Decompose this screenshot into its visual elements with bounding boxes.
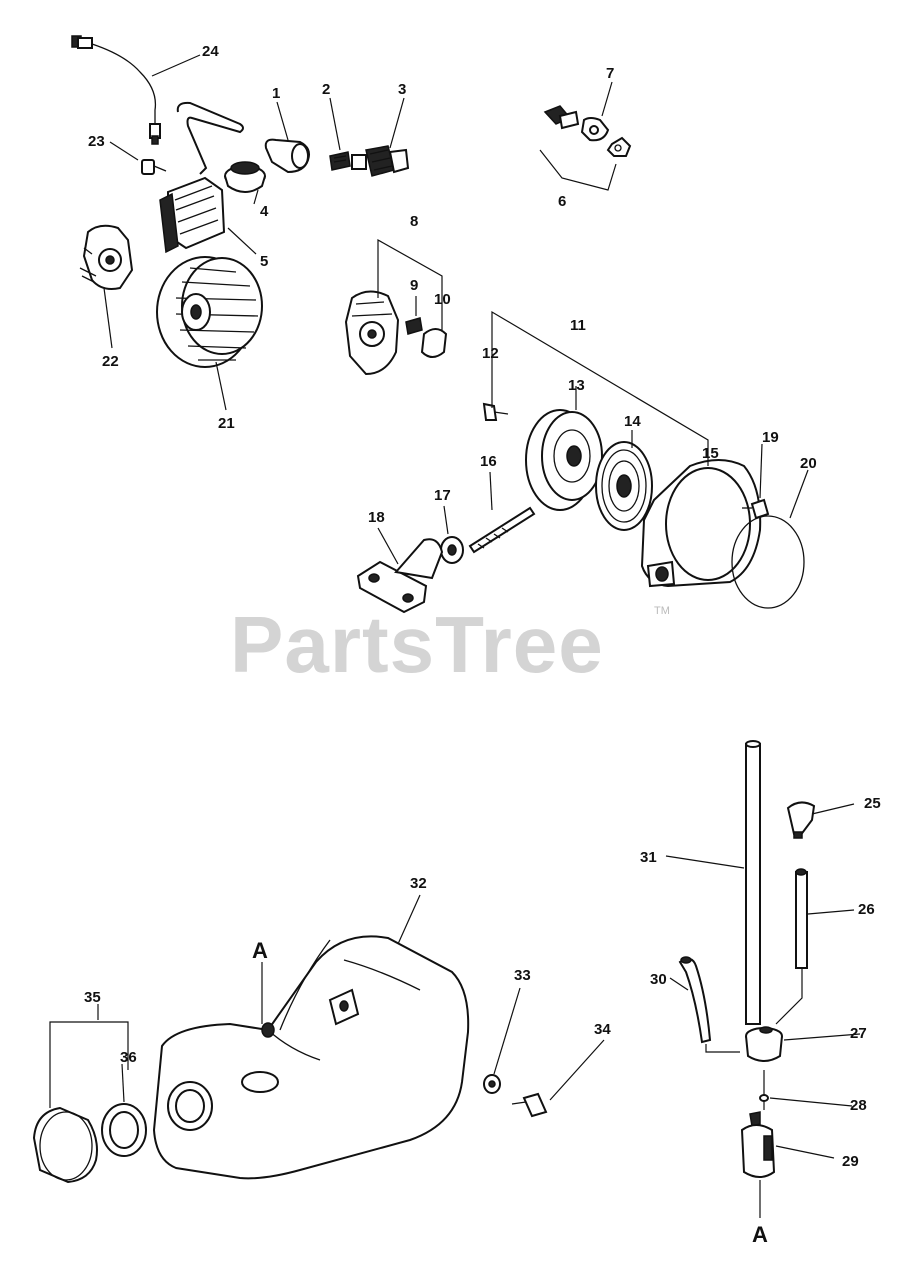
callout-17[interactable]: 17 — [434, 487, 451, 504]
part-19-screw[interactable] — [742, 498, 770, 520]
part-3-spark-plug[interactable] — [351, 145, 410, 177]
callout-29[interactable]: 29 — [842, 1153, 859, 1170]
part-25-grommet[interactable] — [786, 801, 816, 839]
callout-9[interactable]: 9 — [410, 277, 418, 294]
callout-36[interactable]: 36 — [120, 1049, 137, 1066]
callout-31[interactable]: 31 — [640, 849, 657, 866]
part-27-fuel-tank-grommet[interactable] — [745, 1026, 783, 1062]
callout-20[interactable]: 20 — [800, 455, 817, 472]
leader-lines — [97, 54, 861, 1159]
callout-2[interactable]: 2 — [322, 81, 330, 98]
connector-letter-filter: A — [752, 1222, 768, 1247]
part-30-return-line[interactable] — [678, 956, 712, 1044]
part-17-grommet[interactable] — [440, 536, 464, 564]
callout-26[interactable]: 26 — [858, 901, 875, 918]
callout-8[interactable]: 8 — [410, 213, 418, 230]
part-32-fuel-tank[interactable] — [152, 935, 470, 1180]
part-6-stop-switch-kit[interactable] — [543, 105, 632, 157]
part-21-flywheel[interactable] — [156, 256, 263, 368]
part-9-spring[interactable] — [405, 317, 423, 335]
part-26-fuel-line[interactable] — [795, 868, 808, 969]
callout-1[interactable]: 1 — [272, 85, 280, 102]
callout-16[interactable]: 16 — [480, 453, 497, 470]
part-13-starter-pulley[interactable] — [525, 409, 603, 511]
part-29-fuel-filter[interactable] — [740, 1111, 776, 1178]
callout-21[interactable]: 21 — [218, 415, 235, 432]
bracket-lines — [49, 149, 803, 1218]
callout-35[interactable]: 35 — [84, 989, 101, 1006]
part-15-starter-case[interactable] — [640, 459, 762, 588]
callout-22[interactable]: 22 — [102, 353, 119, 370]
part-2-terminal[interactable] — [329, 151, 351, 171]
part-10-pawl[interactable] — [420, 328, 448, 358]
part-24-wire-lead[interactable] — [71, 35, 161, 145]
part-14-recoil-spring[interactable] — [595, 441, 653, 531]
part-12-screw[interactable] — [482, 402, 509, 421]
callout-3[interactable]: 3 — [398, 81, 406, 98]
part-8-starter-pulley-kit[interactable] — [344, 290, 400, 376]
callout-14[interactable]: 14 — [624, 413, 641, 430]
connector-letter-tank: A — [252, 938, 268, 963]
watermark-trademark: TM — [654, 605, 670, 617]
callout-13[interactable]: 13 — [568, 377, 585, 394]
callout-34[interactable]: 34 — [594, 1021, 611, 1038]
callout-33[interactable]: 33 — [514, 967, 531, 984]
part-35-fuel-cap-kit[interactable] — [32, 1106, 98, 1184]
part-4-cap[interactable] — [224, 161, 266, 193]
part-34-bolt[interactable] — [511, 1092, 548, 1118]
callout-24[interactable]: 24 — [202, 43, 219, 60]
part-33-washer[interactable] — [483, 1074, 501, 1094]
part-23-screw[interactable] — [141, 159, 167, 175]
callout-7[interactable]: 7 — [606, 65, 614, 82]
callout-25[interactable]: 25 — [864, 795, 881, 812]
callout-6[interactable]: 6 — [558, 193, 566, 210]
part-22-clutch[interactable] — [79, 224, 134, 290]
part-1-spark-plug-boot[interactable] — [264, 138, 310, 174]
part-5-ignition-coil[interactable] — [159, 101, 244, 254]
callout-32[interactable]: 32 — [410, 875, 427, 892]
callout-5[interactable]: 5 — [260, 253, 268, 270]
callout-10[interactable]: 10 — [434, 291, 451, 308]
callout-18[interactable]: 18 — [368, 509, 385, 526]
callout-28[interactable]: 28 — [850, 1097, 867, 1114]
watermark: PartsTree — [230, 600, 604, 689]
callout-11[interactable]: 11 — [570, 317, 586, 334]
callout-12[interactable]: 12 — [482, 345, 499, 362]
part-20-gasket[interactable] — [731, 515, 805, 609]
callout-30[interactable]: 30 — [650, 971, 667, 988]
callout-15[interactable]: 15 — [702, 445, 719, 462]
callout-19[interactable]: 19 — [762, 429, 779, 446]
callout-27[interactable]: 27 — [850, 1025, 867, 1042]
callout-23[interactable]: 23 — [88, 133, 105, 150]
callout-labels: 1 2 3 4 5 6 7 8 9 10 11 12 13 14 15 16 1… — [84, 43, 881, 1247]
part-36-gasket[interactable] — [101, 1103, 147, 1157]
part-31-fuel-line[interactable] — [745, 740, 761, 1025]
part-16-shaft[interactable] — [468, 506, 536, 554]
callout-4[interactable]: 4 — [260, 203, 269, 220]
part-18-starter-handle[interactable] — [356, 538, 444, 614]
